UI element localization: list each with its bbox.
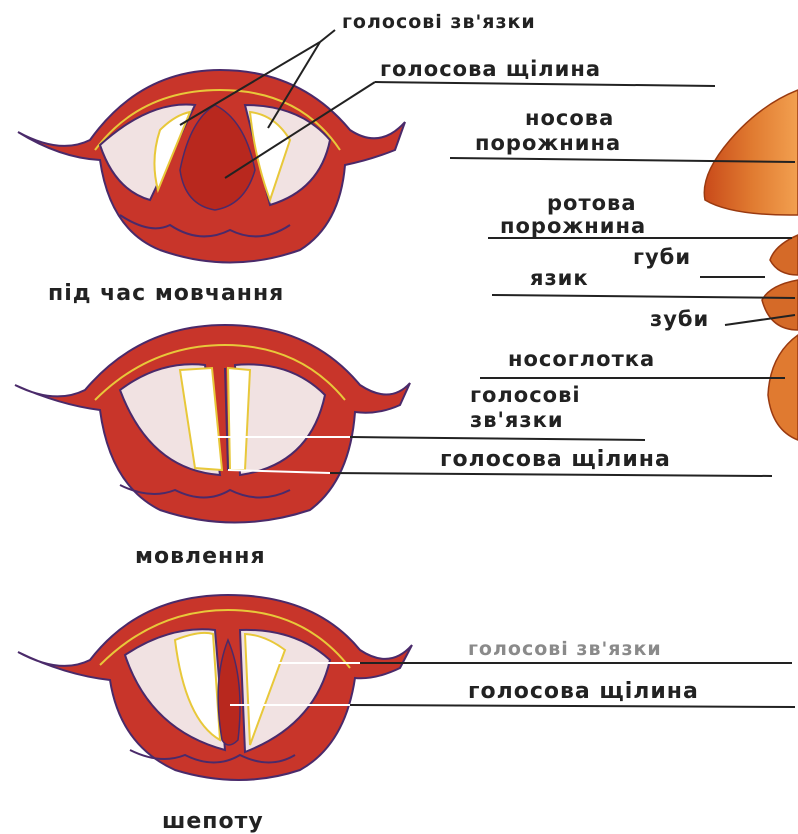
head-profile (704, 90, 798, 440)
profile-upper-lip (770, 235, 798, 275)
label-bottom-glottis: голосова щілина (468, 679, 699, 704)
larynx-speech (15, 325, 410, 523)
label-top-vocal-cords: голосові зв'язки (342, 11, 536, 33)
label-lips: губи (633, 245, 691, 269)
caption-speech: мовлення (135, 544, 266, 569)
label-mid-glottis: голосова щілина (440, 447, 671, 472)
profile-lower-lip (762, 280, 798, 330)
label-bottom-vocal-cords: голосові зв'язки (468, 638, 662, 660)
label-oral-cavity-2: порожнина (500, 214, 646, 238)
label-nasal-cavity-2: порожнина (475, 131, 621, 155)
larynx-whisper (18, 595, 412, 780)
label-mid-vocal-cords-2: зв'язки (470, 408, 564, 432)
label-oral-cavity-1: ротова (547, 191, 637, 215)
label-nasopharynx: носоглотка (508, 347, 655, 371)
label-tongue: язик (530, 266, 589, 290)
caption-silence: під час мовчання (48, 281, 284, 306)
larynx-speech-right-white (228, 368, 250, 470)
label-nasal-cavity-1: носова (525, 106, 614, 130)
caption-whisper: шепоту (162, 809, 264, 834)
label-mid-vocal-cords-1: голосові (470, 383, 581, 407)
profile-nose (704, 90, 798, 215)
label-top-glottis: голосова щілина (380, 57, 601, 81)
label-teeth: зуби (650, 307, 709, 331)
profile-chin (768, 335, 798, 440)
